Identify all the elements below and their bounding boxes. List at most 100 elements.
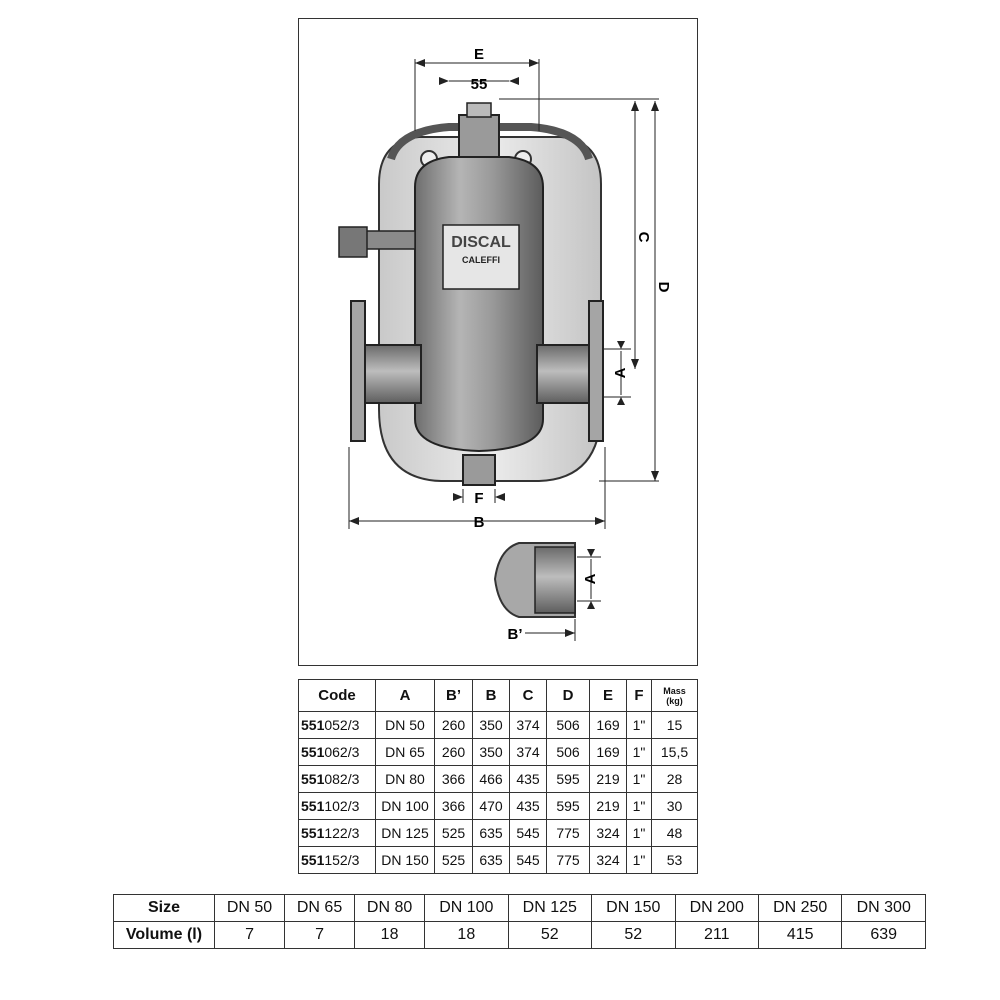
size-row-label: Size [113, 894, 215, 922]
spec-cell-code: 551062/3 [298, 738, 376, 766]
spec-cell-e: 219 [589, 792, 627, 820]
spec-cell-bp: 366 [434, 792, 473, 820]
dim-label-55: 55 [471, 76, 488, 93]
spec-cell-code: 551082/3 [298, 765, 376, 793]
spec-cell-b: 350 [472, 738, 510, 766]
spec-cell-b: 635 [472, 819, 510, 847]
volume-cell: 18 [354, 921, 426, 949]
dim-label-a: A [612, 367, 629, 378]
spec-cell-b: 635 [472, 846, 510, 874]
technical-drawing: DISCAL CALEFFI [298, 18, 698, 666]
code-prefix: 551 [301, 852, 325, 868]
size-cell: DN 125 [507, 894, 593, 922]
volume-cell: 211 [674, 921, 759, 949]
spec-cell-d: 595 [546, 792, 590, 820]
size-cell: DN 50 [213, 894, 286, 922]
spec-cell-mass: 28 [651, 765, 698, 793]
volume-cell: 52 [507, 921, 593, 949]
volume-cell: 52 [591, 921, 676, 949]
spec-cell-f: 1" [626, 738, 652, 766]
spec-header-row: Code A B’ B C D E F Mass (kg) [298, 679, 698, 712]
spec-cell-mass: 53 [651, 846, 698, 874]
side-valve [338, 226, 368, 258]
code-suffix: 062/3 [324, 744, 360, 760]
spec-cell-e: 324 [589, 819, 627, 847]
code-suffix: 082/3 [324, 771, 360, 787]
volume-cell: 639 [841, 921, 926, 949]
spec-cell-d: 595 [546, 765, 590, 793]
right-pipe [536, 344, 590, 404]
spec-cell-f: 1" [626, 711, 652, 739]
spec-cell-c: 545 [509, 819, 547, 847]
badge-maker: CALEFFI [462, 255, 500, 265]
spec-cell-bp: 525 [434, 819, 473, 847]
dim-label-c: C [635, 232, 652, 243]
volume-cell: 18 [424, 921, 509, 949]
spec-cell-c: 374 [509, 711, 547, 739]
code-prefix: 551 [301, 771, 325, 787]
spec-cell-mass: 15,5 [651, 738, 698, 766]
header-b-prime: B’ [434, 679, 473, 712]
header-d: D [546, 679, 590, 712]
spec-cell-mass: 48 [651, 819, 698, 847]
code-suffix: 102/3 [324, 798, 360, 814]
dim-label-e: E [474, 46, 484, 63]
size-cell: DN 100 [424, 894, 509, 922]
left-pipe [364, 344, 422, 404]
spec-cell-c: 374 [509, 738, 547, 766]
spec-cell-code: 551052/3 [298, 711, 376, 739]
size-cell: DN 80 [354, 894, 426, 922]
size-cell: DN 150 [591, 894, 676, 922]
spec-cell-e: 324 [589, 846, 627, 874]
header-mass: Mass (kg) [651, 679, 698, 712]
air-vent-valve [458, 114, 500, 158]
header-mass-label: Mass [663, 685, 686, 696]
spec-cell-f: 1" [626, 846, 652, 874]
spec-cell-f: 1" [626, 792, 652, 820]
code-prefix: 551 [301, 825, 325, 841]
spec-cell-c: 545 [509, 846, 547, 874]
spec-cell-a: DN 100 [375, 792, 435, 820]
detail-label-a: A [582, 573, 599, 584]
spec-cell-bp: 260 [434, 711, 473, 739]
spec-cell-e: 169 [589, 711, 627, 739]
spec-cell-a: DN 65 [375, 738, 435, 766]
spec-cell-a: DN 150 [375, 846, 435, 874]
spec-cell-c: 435 [509, 765, 547, 793]
volume-row-label: Volume (l) [113, 921, 215, 949]
header-mass-unit: (kg) [666, 695, 683, 706]
dim-label-b: B [474, 514, 485, 531]
drain-fitting [462, 454, 496, 486]
code-suffix: 052/3 [324, 717, 360, 733]
header-f: F [626, 679, 652, 712]
separator-body [414, 156, 544, 453]
size-cell: DN 300 [841, 894, 926, 922]
spec-cell-mass: 15 [651, 711, 698, 739]
brand-badge [442, 224, 520, 290]
code-prefix: 551 [301, 717, 325, 733]
spec-cell-a: DN 50 [375, 711, 435, 739]
spec-cell-e: 169 [589, 738, 627, 766]
spec-cell-f: 1" [626, 819, 652, 847]
spec-cell-b: 470 [472, 792, 510, 820]
spec-cell-d: 506 [546, 738, 590, 766]
code-suffix: 152/3 [324, 852, 360, 868]
spec-cell-d: 506 [546, 711, 590, 739]
header-a: A [375, 679, 435, 712]
header-code: Code [298, 679, 376, 712]
spec-cell-b: 466 [472, 765, 510, 793]
header-c: C [509, 679, 547, 712]
volume-cell: 7 [213, 921, 286, 949]
spec-cell-f: 1" [626, 765, 652, 793]
code-prefix: 551 [301, 798, 325, 814]
dim-label-f: F [474, 490, 483, 507]
right-flange [588, 300, 604, 442]
spec-cell-bp: 525 [434, 846, 473, 874]
